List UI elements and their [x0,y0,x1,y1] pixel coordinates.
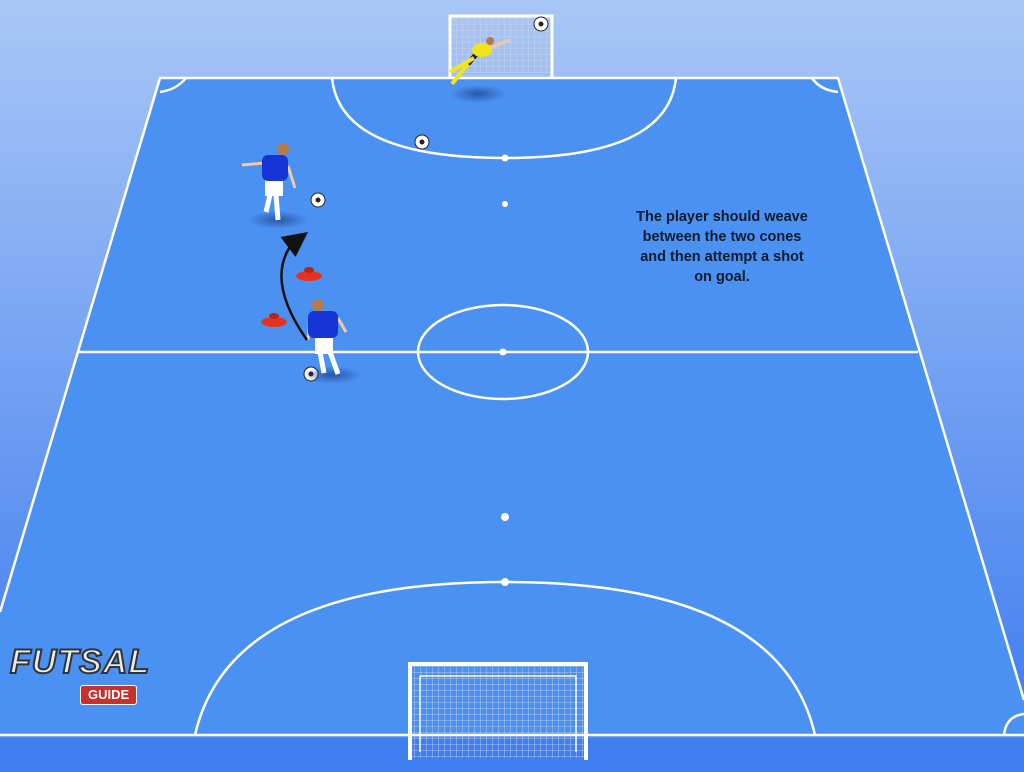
ball [414,134,430,150]
ball [533,16,549,32]
corner-arc [810,77,839,94]
center-circle [416,303,590,401]
court-surface [0,78,1024,738]
logo-main-text: FUTSAL [9,643,151,681]
player-shooting [241,143,308,229]
futsal-guide-logo: FUTSAL GUIDE [9,643,210,710]
goalkeeper [448,37,511,103]
instruction-line: on goal. [694,269,750,285]
corner-arc [1002,712,1024,736]
instruction-line: The player should weave [636,209,808,225]
dribble-path-arrow [280,232,309,341]
corner-arc [159,77,187,94]
court-marks [499,154,509,586]
instruction-line: and then attempt a shot [640,249,804,265]
bottom-goal [408,662,588,760]
boundary-lines [0,76,1024,701]
instruction-line: between the two cones [642,229,802,245]
cone [261,313,287,327]
ball [310,192,326,208]
cone [296,267,322,281]
player-dribbling [302,299,362,384]
drill-instructions: The player should weave between the two … [600,207,844,287]
logo-sub-text: GUIDE [80,685,138,705]
